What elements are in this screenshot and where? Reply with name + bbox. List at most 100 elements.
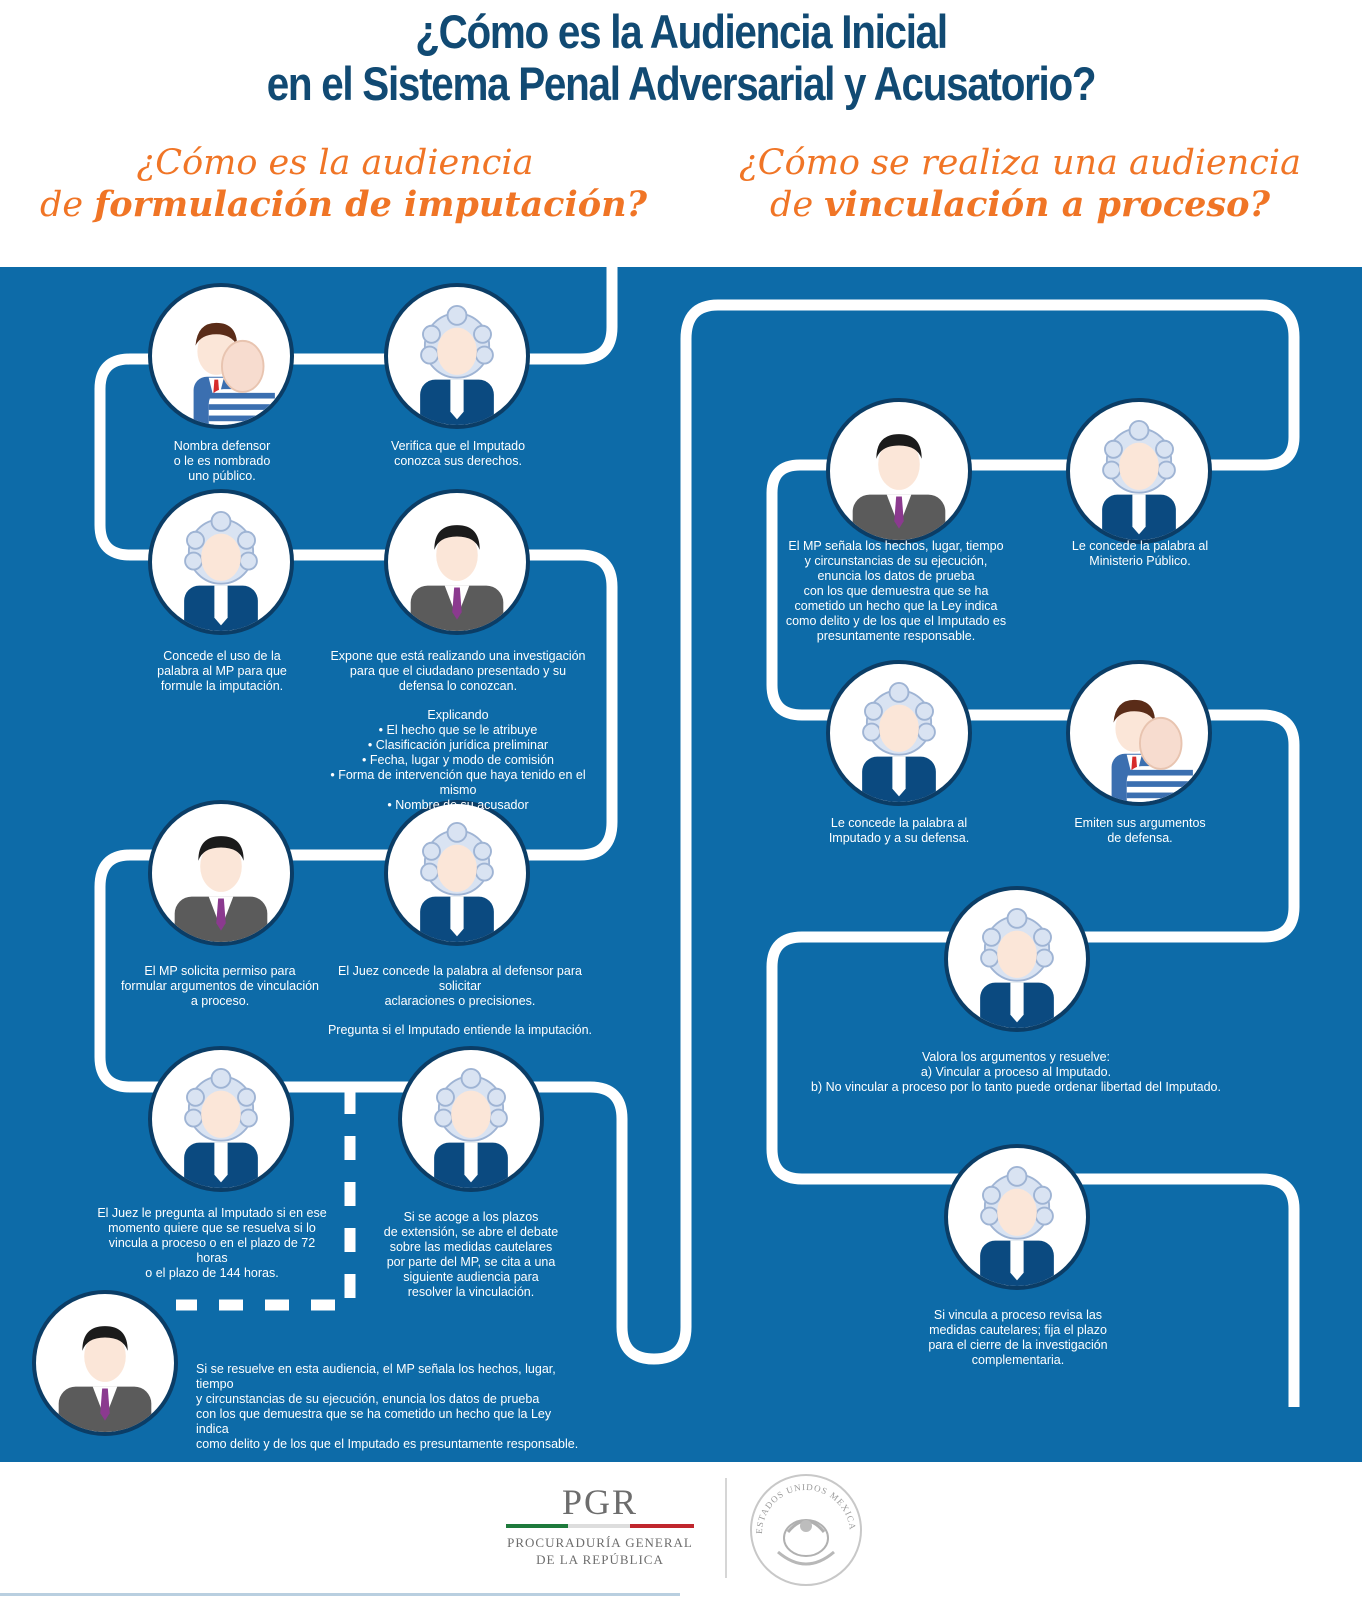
caption-line: palabra al MP para que [157, 664, 287, 678]
caption-line: o el plazo de 144 horas. [145, 1266, 279, 1280]
caption-line: como delito y de los que el Imputado es … [196, 1437, 579, 1451]
caption-line: Concede el uso de la [163, 649, 281, 663]
caption-line: para el cierre de la investigación [928, 1338, 1108, 1352]
left-flow-path [94, 267, 1300, 1407]
step-circle-judge-2 [148, 489, 294, 635]
judge-icon [862, 681, 936, 802]
caption-left-3: Concede el uso de la palabra al MP para … [134, 649, 310, 694]
step-circle-right-judge-2 [826, 660, 972, 806]
caption-line: cometido un hecho que la Ley indica [794, 599, 998, 613]
right-heading-line-1: ¿Cómo se realiza una audiencia [739, 143, 1301, 183]
judge-icon [980, 907, 1054, 1028]
left-heading-bold: formulación de imputación? [94, 184, 648, 225]
left-heading-line-2: de formulación de imputación? [40, 184, 647, 226]
org-name-line-1: PROCURADURÍA GENERAL [507, 1535, 693, 1550]
flow-path [94, 267, 1300, 1407]
left-section-heading: ¿Cómo es la audiencia de formulación de … [40, 142, 647, 226]
caption-bullet: • Nombre de su acusador [387, 798, 529, 812]
caption-line: Pregunta si el Imputado entiende la impu… [327, 1023, 593, 1037]
caption-left-2: Verifica que el Imputado conozca sus der… [360, 439, 556, 469]
left-heading-prefix: de [40, 185, 95, 225]
caption-line: de extensión, se abre el debate [383, 1225, 559, 1239]
caption-bullet: • El hecho que se le atribuye [378, 723, 538, 737]
judge-icon [980, 1165, 1054, 1286]
caption-line: vincula a proceso o en el plazo de 72 ho… [108, 1236, 316, 1265]
caption-line: Explicando [427, 708, 489, 722]
caption-right-4: Emiten sus argumentos de defensa. [1050, 816, 1230, 846]
caption-left-6: El Juez concede la palabra al defensor p… [318, 964, 602, 1038]
caption-line: Expone que está realizando una investiga… [330, 649, 586, 663]
caption-line: y circunstancias de su ejecución, [804, 554, 988, 568]
caption-left-5: El MP solicita permiso para formular arg… [110, 964, 330, 1009]
caption-line: o le es nombrado [173, 454, 271, 468]
step-circle-right-judge-3 [944, 886, 1090, 1032]
prosecutor-icon [174, 836, 268, 942]
national-seal-icon: ESTADOS UNIDOS MEXICANOS [748, 1472, 862, 1586]
caption-line: medidas cautelares; fija el plazo [929, 1323, 1107, 1337]
prosecutor-icon [58, 1326, 152, 1432]
caption-line: Imputado y a su defensa. [828, 831, 970, 845]
caption-bullet: • Fecha, lugar y modo de comisión [362, 753, 554, 767]
caption-line: El Juez concede la palabra al defensor p… [338, 964, 582, 993]
step-circle-judge-3 [384, 800, 530, 946]
right-heading-line-2: de vinculación a proceso? [730, 184, 1310, 226]
step-circle-right-judge-4 [944, 1144, 1090, 1290]
prosecutor-icon [852, 434, 946, 540]
page-title-line-1: ¿Cómo es la Audiencia Inicial [415, 5, 948, 58]
caption-line: momento quiere que se resuelva si lo [108, 1221, 316, 1235]
caption-line: como delito y de los que el Imputado es [785, 614, 1007, 628]
caption-line: Si vincula a proceso revisa las [933, 1308, 1103, 1322]
caption-line: formule la imputación. [160, 679, 284, 693]
caption-line: para que el ciudadano presentado y su [349, 664, 567, 678]
caption-line: El MP señala los hechos, lugar, tiempo [788, 539, 1004, 553]
defender-with-accused-icon [1111, 699, 1193, 802]
caption-line: enuncia los datos de prueba [817, 569, 975, 583]
caption-line: Si se resuelve en esta audiencia, el MP … [196, 1362, 556, 1391]
judge-icon [420, 304, 494, 425]
caption-line: resolver la vinculación. [407, 1285, 535, 1299]
step-circle-right-prosecutor [826, 398, 972, 544]
judge-icon [1102, 419, 1176, 540]
caption-line: de defensa. [1107, 831, 1173, 845]
caption-line: Si se acoge a los plazos [403, 1210, 539, 1224]
caption-line: siguiente audiencia para [403, 1270, 539, 1284]
caption-right-5: Valora los argumentos y resuelve: a) Vin… [806, 1050, 1226, 1095]
step-circle-right-judge-1 [1066, 398, 1212, 544]
step-circle-judge-4 [148, 1046, 294, 1192]
step-circle-right-defender [1066, 660, 1212, 806]
caption-right-3: Le concede la palabra al Imputado y a su… [810, 816, 988, 846]
caption-line: El MP solicita permiso para [144, 964, 296, 978]
caption-line: conozca sus derechos. [394, 454, 522, 468]
caption-bullet: • Clasificación jurídica preliminar [367, 738, 549, 752]
step-circle-prosecutor-3 [32, 1290, 178, 1436]
caption-line: defensa lo conozcan. [398, 679, 518, 693]
pgr-flag-bar [506, 1524, 694, 1528]
caption-line: con los que demuestra que se ha [803, 584, 989, 598]
right-heading-prefix: de [770, 185, 825, 225]
pgr-logo: PGR PROCURADURÍA GENERAL DE LA REPÚBLICA [500, 1482, 700, 1568]
caption-left-8: Si se acoge a los plazos de extensión, s… [380, 1210, 562, 1300]
caption-line: Le concede la palabra al [830, 816, 968, 830]
caption-line: El Juez le pregunta al Imputado si en es… [97, 1206, 327, 1220]
caption-line: Verifica que el Imputado [390, 439, 526, 453]
caption-left-4: Expone que está realizando una investiga… [320, 649, 596, 813]
caption-line: por parte del MP, se cita a una [386, 1255, 556, 1269]
footer-bottom-line [0, 1593, 680, 1596]
step-circle-judge-5 [398, 1046, 544, 1192]
left-heading-line-1: ¿Cómo es la audiencia [136, 143, 534, 183]
step-circle-judge-1 [384, 283, 530, 429]
caption-left-7: El Juez le pregunta al Imputado si en es… [92, 1206, 332, 1281]
caption-line: formular argumentos de vinculación [120, 979, 320, 993]
step-circle-defender [148, 283, 294, 429]
judge-icon [184, 1067, 258, 1188]
org-name-line-2: DE LA REPÚBLICA [536, 1552, 664, 1567]
right-section-heading: ¿Cómo se realiza una audiencia de vincul… [730, 142, 1310, 226]
caption-line: uno público. [188, 469, 256, 483]
caption-left-1: Nombra defensor o le es nombrado uno púb… [134, 439, 310, 484]
caption-line: a proceso. [190, 994, 250, 1008]
caption-line: a) Vincular a proceso al Imputado. [920, 1065, 1112, 1079]
footer-divider [725, 1478, 727, 1578]
caption-right-6: Si vincula a proceso revisa las medidas … [920, 1308, 1116, 1368]
judge-icon [184, 510, 258, 631]
footer: PGR PROCURADURÍA GENERAL DE LA REPÚBLICA… [0, 1462, 1362, 1600]
